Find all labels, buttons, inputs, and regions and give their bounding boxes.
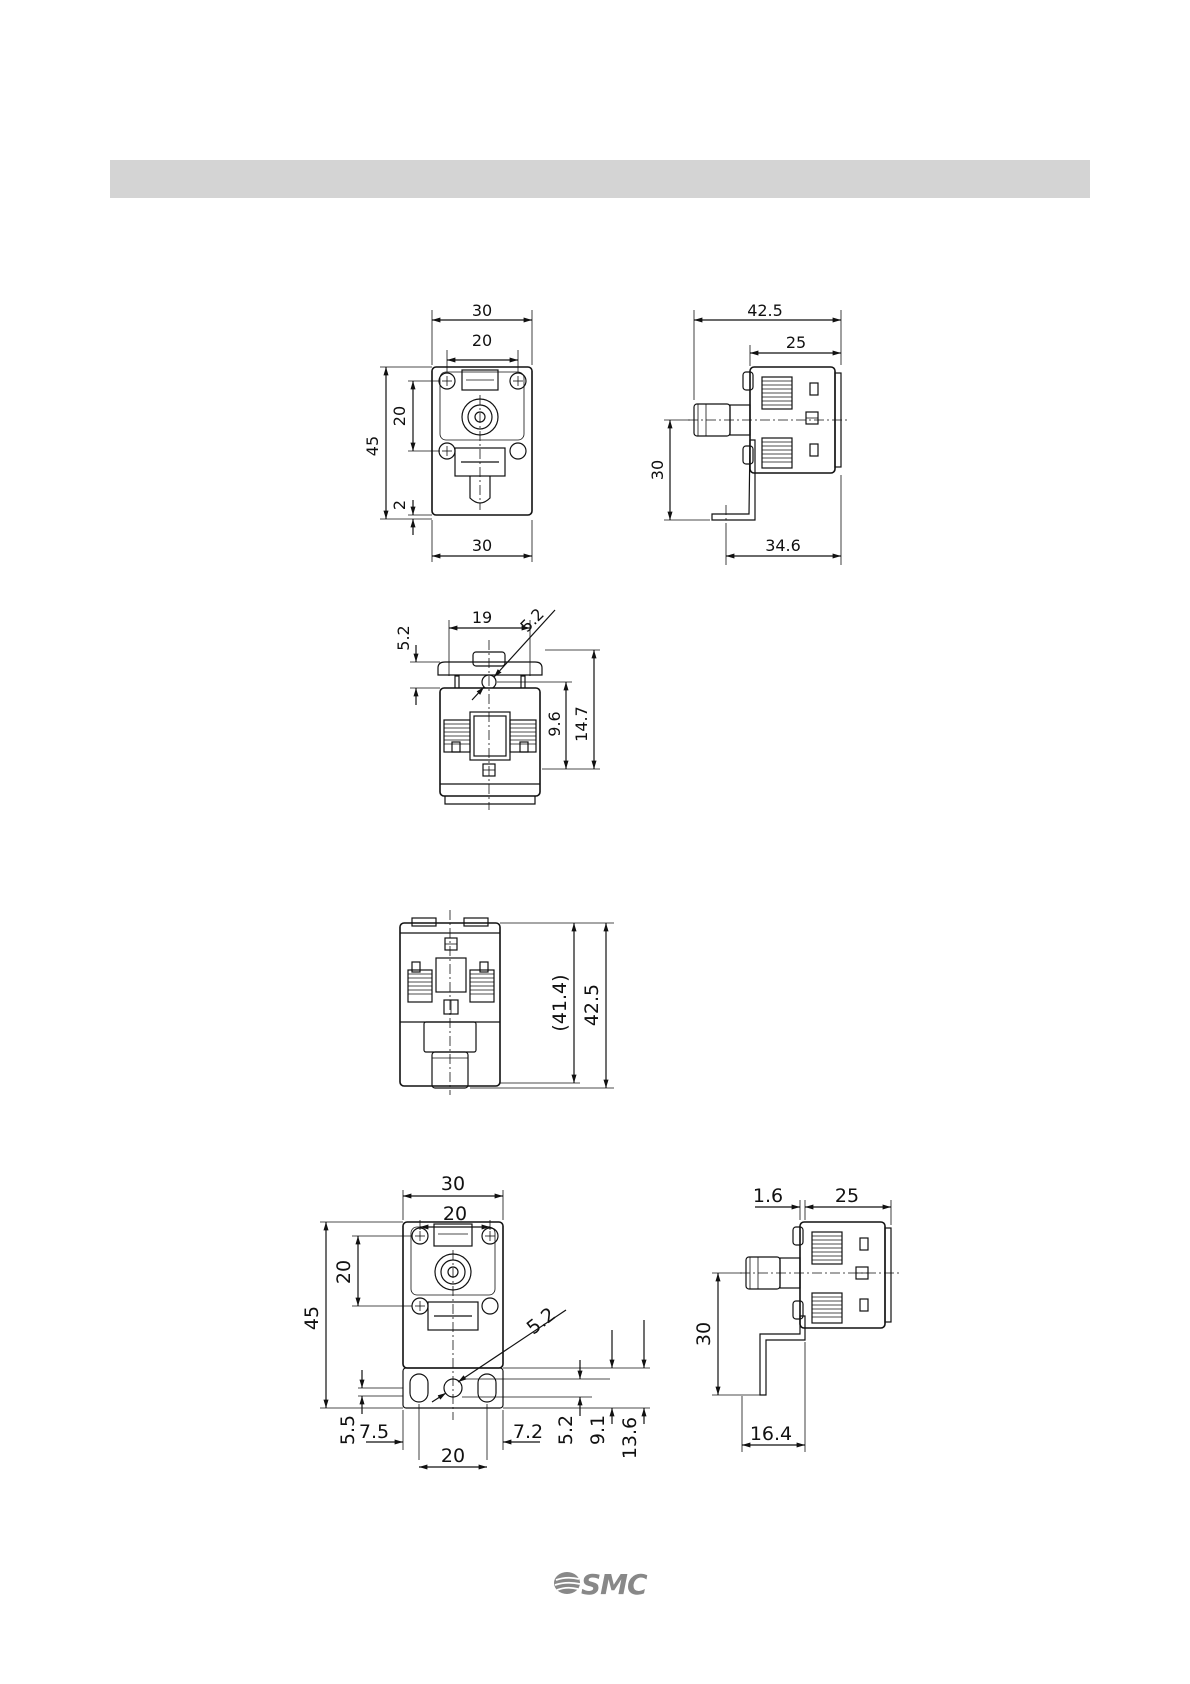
dim-side-overall: 42.5 xyxy=(747,301,783,320)
view-c-front xyxy=(403,1222,503,1420)
dim-top-overall: 42.5 xyxy=(581,984,603,1026)
dim-bottom-pitch: 19 xyxy=(472,608,492,627)
smc-logo: SMC xyxy=(553,1566,653,1600)
dim-c-pitch-top: 20 xyxy=(443,1203,467,1225)
dim-bottom-hole: 5.2 xyxy=(516,604,547,635)
dim-cs-bracket: 16.4 xyxy=(750,1423,792,1445)
dim-side-bracket: 34.6 xyxy=(765,536,801,555)
dim-pitch-top: 20 xyxy=(472,331,492,350)
dim-c-dim2: 9.1 xyxy=(587,1415,609,1445)
view-b-top xyxy=(400,910,500,1095)
dim-cs-body: 25 xyxy=(835,1185,859,1207)
dim-height: 45 xyxy=(363,436,382,456)
dim-c-left-pitch: 7.5 xyxy=(359,1421,389,1443)
dim-side-body: 25 xyxy=(786,333,806,352)
dim-c-height: 45 xyxy=(301,1306,323,1330)
brand-wordmark: SMC xyxy=(581,1568,648,1600)
dim-c-right-pitch: 7.2 xyxy=(513,1421,543,1443)
dim-cs-height: 30 xyxy=(693,1322,715,1346)
dim-c-hole: 5.2 xyxy=(523,1303,560,1339)
dim-width-top: 30 xyxy=(472,301,492,320)
view-a-side xyxy=(688,367,850,530)
dim-bottom-dim2: 14.7 xyxy=(572,706,591,742)
view-c-side xyxy=(740,1222,900,1395)
smc-logo-mark xyxy=(554,1572,580,1594)
dim-side-height: 30 xyxy=(648,460,667,480)
dim-c-pitch-vert: 20 xyxy=(333,1260,355,1284)
dim-c-width-top: 30 xyxy=(441,1173,465,1195)
dim-c-bottom-pitch: 20 xyxy=(441,1445,465,1467)
dim-bottom-offset: 5.2 xyxy=(394,625,413,650)
view-a-front xyxy=(432,367,532,515)
dim-top-inner: (41.4) xyxy=(549,974,571,1031)
dim-width-bottom: 30 xyxy=(472,536,492,555)
dim-offset: 2 xyxy=(390,500,409,510)
dim-c-dim3: 13.6 xyxy=(619,1417,641,1459)
dim-cs-bracket-thk: 1.6 xyxy=(753,1185,783,1207)
dim-c-left-offset: 5.5 xyxy=(337,1415,359,1445)
dim-bottom-dim1: 9.6 xyxy=(545,711,564,736)
view-a-bottom xyxy=(438,640,542,810)
dim-pitch-vert: 20 xyxy=(390,406,409,426)
dim-c-dim1: 5.2 xyxy=(555,1415,577,1445)
